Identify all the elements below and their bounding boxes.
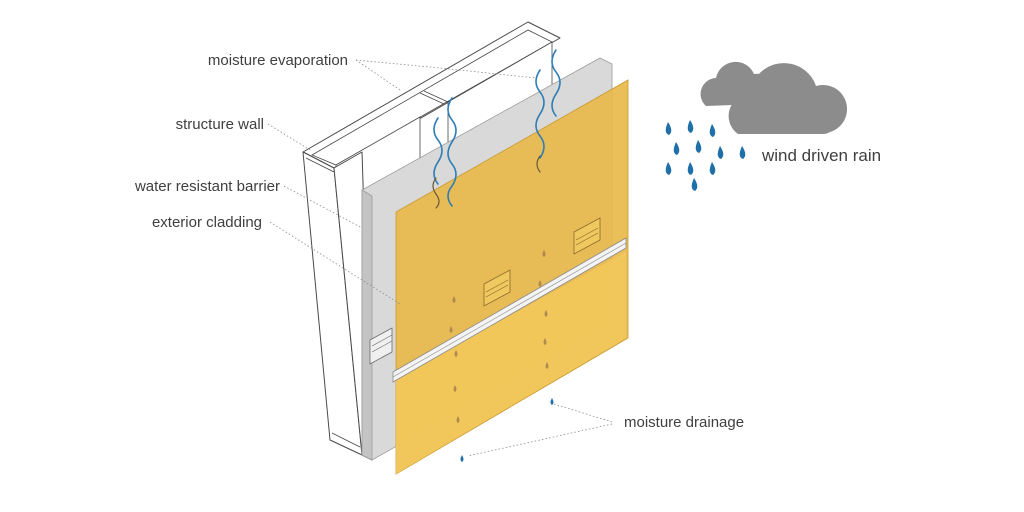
drainage-drops [460, 398, 554, 462]
rain-drop-icon [550, 398, 554, 405]
vent-left [483, 269, 511, 307]
label-structure-wall: structure wall [176, 116, 264, 133]
vapor-wave-icon [432, 49, 561, 209]
label-moisture-evaporation: moisture evaporation [208, 52, 348, 69]
leader-lines [267, 59, 613, 457]
rain-drops [665, 120, 746, 191]
vent-right [573, 217, 601, 255]
cloud-icon [700, 61, 848, 135]
cladding-drips [449, 250, 549, 423]
rain-drop-icon [460, 455, 464, 462]
label-moisture-drainage: moisture drainage [624, 414, 744, 431]
exterior-cladding [392, 79, 629, 475]
label-wind-driven-rain: wind driven rain [761, 146, 881, 165]
label-exterior-cladding: exterior cladding [152, 214, 262, 231]
label-water-resistant-barrier: water resistant barrier [134, 178, 280, 195]
